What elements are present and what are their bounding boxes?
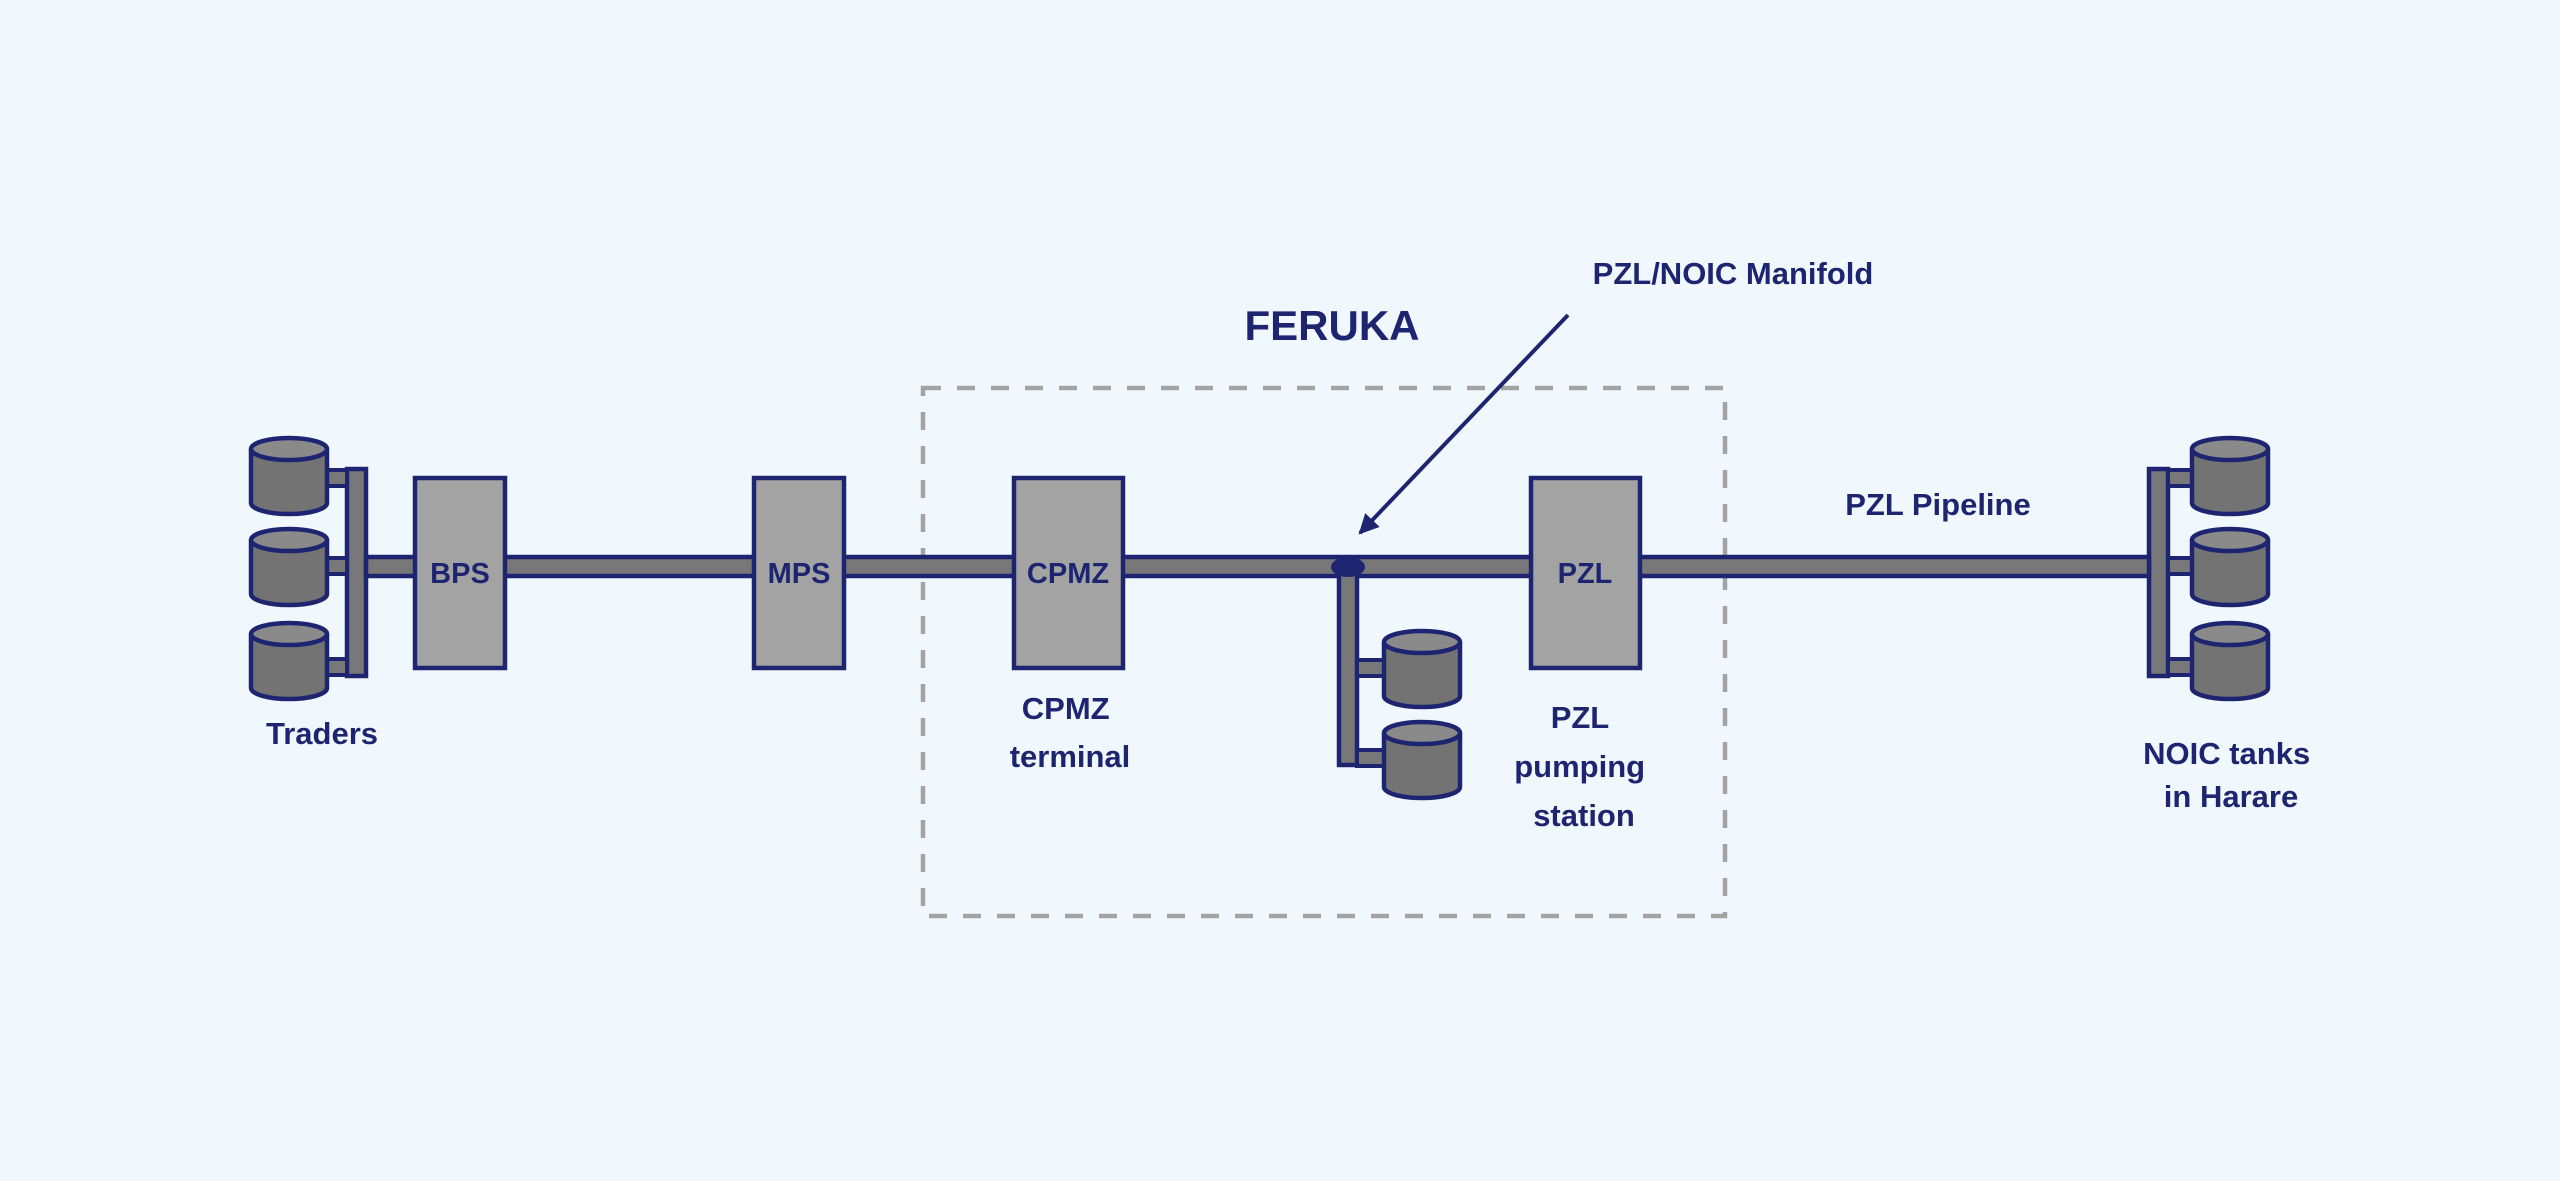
manifold-node-icon <box>1331 557 1365 577</box>
pzl-pipeline-label: PZL Pipeline <box>1845 487 2030 522</box>
storage-tank-icon <box>2192 529 2268 605</box>
station-pzl: PZL <box>1528 475 1643 671</box>
arrow-icon <box>1358 313 1570 535</box>
pzl-pumping-station-label: PZL pumping station <box>1514 700 1653 833</box>
station-cpmz-label: CPMZ <box>1027 558 1109 590</box>
feruka-area-box <box>920 385 1728 919</box>
storage-tank-icon <box>1384 722 1460 798</box>
station-pzl-label: PZL <box>1558 558 1613 590</box>
noic-manifold <box>2146 466 2199 679</box>
noic-tanks-label: NOIC tanks in Harare <box>2143 736 2319 814</box>
traders-label: Traders <box>266 716 378 751</box>
station-bps-label: BPS <box>430 558 490 590</box>
feruka-branch-pipe <box>1336 563 1387 768</box>
diagram-title: FERUKA <box>1245 302 1420 349</box>
storage-tank-icon <box>251 438 327 514</box>
storage-tank-icon <box>2192 623 2268 699</box>
station-mps-label: MPS <box>768 558 831 590</box>
storage-tank-icon <box>251 529 327 605</box>
storage-tank-icon <box>1384 631 1460 707</box>
station-bps: BPS <box>412 475 508 671</box>
storage-tank-icon <box>251 623 327 699</box>
station-cpmz: CPMZ <box>1011 475 1126 671</box>
storage-tank-icon <box>2192 438 2268 514</box>
station-mps: MPS <box>751 475 847 671</box>
main-pipeline <box>363 554 2152 579</box>
manifold-label: PZL/NOIC Manifold <box>1593 256 1874 291</box>
cpmz-terminal-label: CPMZ terminal <box>1010 691 1131 774</box>
